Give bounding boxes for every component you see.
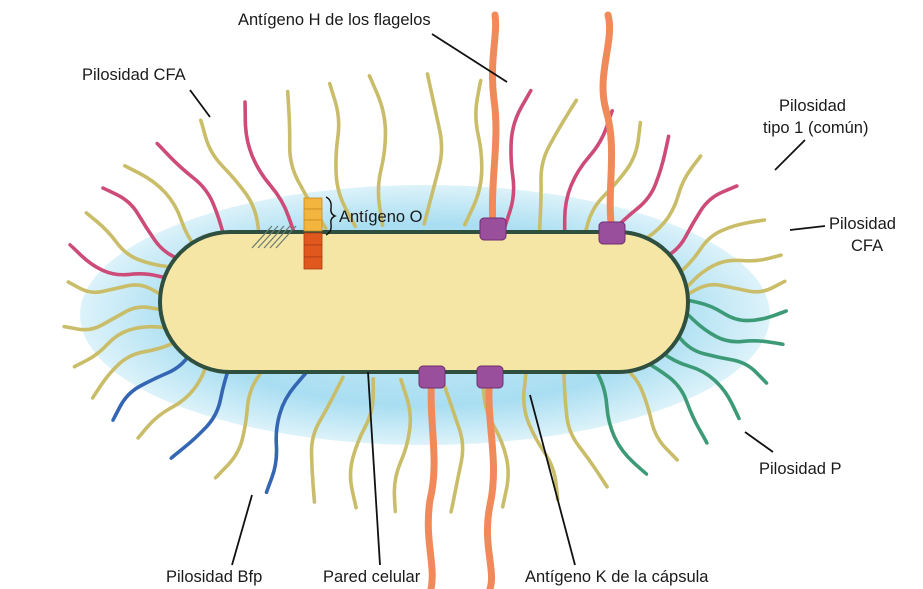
label-cfa-pili-right-line2: CFA [851,237,883,255]
o-antigen-block [304,198,322,269]
label-capsule-k-antigen: Antígeno K de la cápsula [525,568,709,586]
label-cfa-pili-right-line1: Pilosidad [829,215,896,233]
leader-p-pili [745,432,773,452]
label-bfp-pili: Pilosidad Bfp [166,568,262,586]
cell-body [160,232,688,372]
label-type1-pili-line1: Pilosidad [779,97,846,115]
leader-cfa-right [790,226,825,230]
label-flagella-h-antigen: Antígeno H de los flagelos [238,11,431,29]
flagellum-bottom-2 [487,375,493,589]
leader-cfa-left [190,90,210,117]
label-type1-pili-line2: tipo 1 (común) [763,119,868,137]
leader-type1 [775,140,805,170]
flagellum-top-2 [603,15,612,232]
label-cfa-pili-left: Pilosidad CFA [82,66,186,84]
leader-bfp [232,495,252,565]
label-p-pili: Pilosidad P [759,460,842,478]
label-o-antigen: Antígeno O [339,208,423,226]
flagellum-top-1 [492,15,496,228]
flagellum-bottom-1 [428,375,434,589]
label-cell-wall: Pared celular [323,568,421,586]
